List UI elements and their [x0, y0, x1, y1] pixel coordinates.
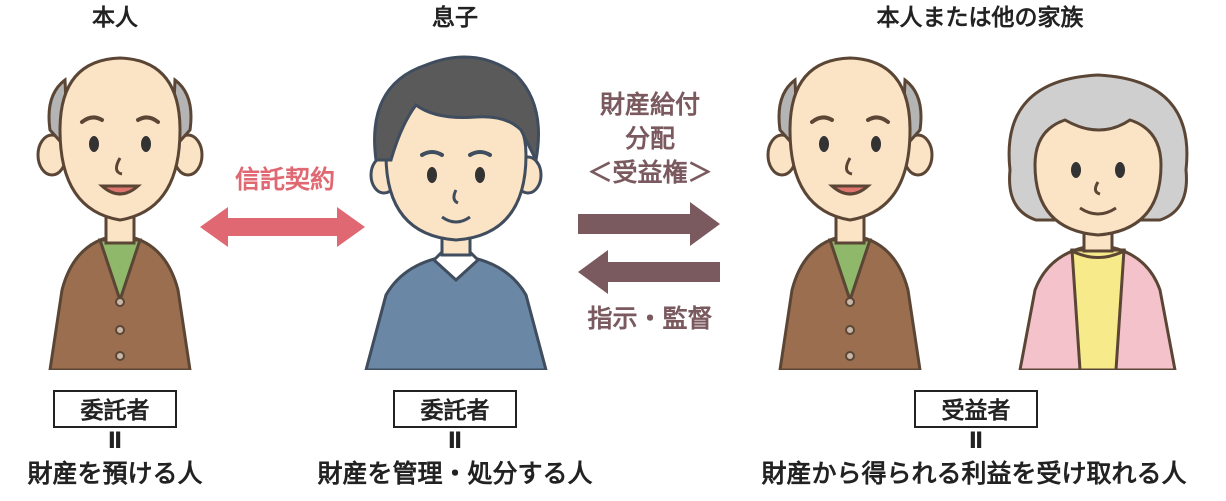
- benefit-label-line-2: 分配: [624, 124, 675, 153]
- equals-center: Ⅱ: [447, 429, 463, 454]
- right-flow-arrow: [578, 202, 720, 246]
- benefit-label-line-3: ＜受益権＞: [587, 158, 713, 187]
- role-box-center: 委託者: [393, 390, 517, 428]
- elderly-man-illustration: [36, 56, 204, 370]
- description-right: 財産から得られる利益を受け取れる人: [761, 459, 1187, 488]
- benefit-label-line-1: 財産給付: [599, 90, 700, 119]
- heading-beneficiaries: 本人または他の家族: [876, 5, 1084, 31]
- bidirectional-contract-arrow: [200, 207, 365, 247]
- elderly-woman-illustration: [1007, 73, 1189, 370]
- trust-contract-label: 信託契約: [234, 165, 335, 194]
- heading-son: 息子: [432, 5, 478, 31]
- left-flow-arrow: [578, 250, 720, 294]
- equals-left: Ⅱ: [107, 429, 123, 454]
- heading-principal: 本人: [92, 5, 138, 31]
- equals-right: Ⅱ: [968, 429, 984, 454]
- instruction-supervision-label: 指示・監督: [587, 304, 713, 333]
- role-box-left: 委託者: [53, 390, 177, 428]
- role-box-right: 受益者: [914, 390, 1038, 428]
- description-left: 財産を預ける人: [27, 459, 203, 488]
- son-illustration: [364, 55, 548, 370]
- description-center: 財産を管理・処分する人: [317, 459, 593, 488]
- elderly-man-beneficiary-illustration: [766, 56, 934, 370]
